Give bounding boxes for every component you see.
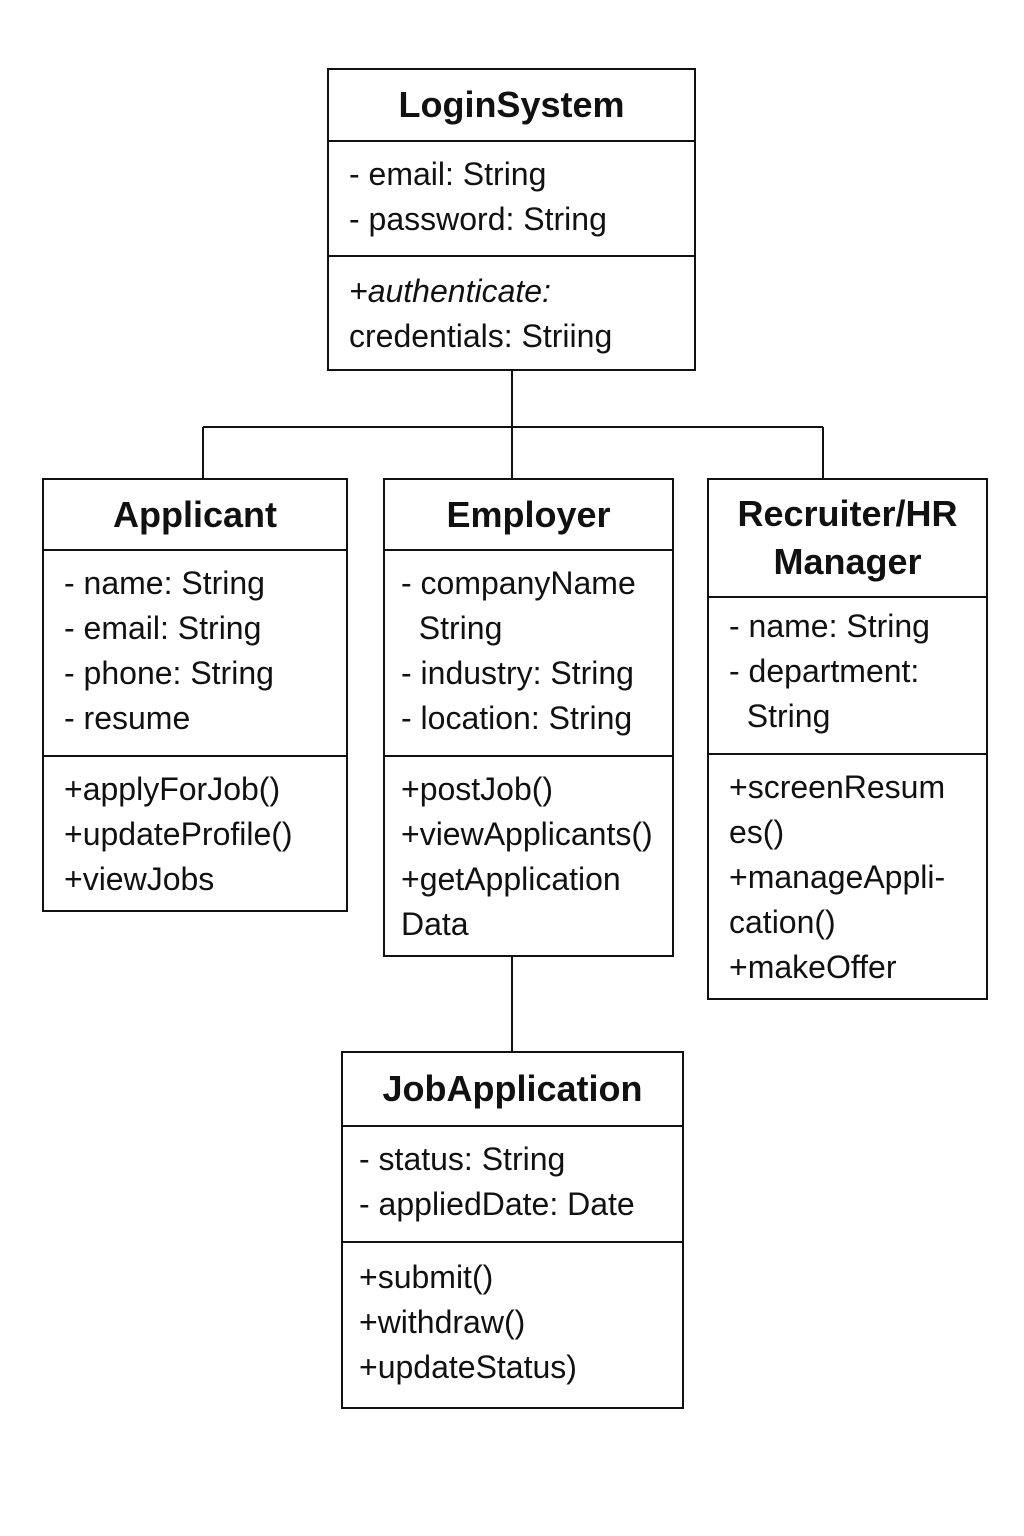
class-name: Recruiter/HR Manager [709,480,986,598]
operation-apply-for-job: +applyForJob() [64,771,281,807]
attributes-compartment: - email: String - password: String [329,142,694,257]
operations-compartment: +screenResum es() +manageAppli- cation()… [709,755,986,998]
class-name: Applicant [44,480,346,551]
operations-compartment: +postJob() +viewApplicants() +getApplica… [385,757,672,955]
class-name-line-1: Recruiter/HR [737,493,958,535]
attribute-department: - department: [729,653,920,689]
operation-submit: +submit() [359,1259,494,1295]
operation-make-offer: +makeOffer [729,949,897,985]
attribute-password: - password: String [349,201,607,237]
attribute-name: - name: String [729,608,930,644]
operations-compartment: +applyForJob() +updateProfile() +viewJob… [44,757,346,910]
operation-post-job: +postJob() [401,771,554,807]
operation-screen-resumes-cont: es() [729,814,785,850]
operation-update-profile: +updateProfile() [64,816,293,852]
operations-compartment: +authenticate: credentials: Striing [329,257,694,367]
class-name: LoginSystem [329,70,694,142]
operation-view-applicants: +viewApplicants() [401,816,653,852]
class-recruiter-hr-manager: Recruiter/HR Manager - name: String - de… [707,478,988,1000]
attribute-company-name-type: String [401,610,503,646]
attribute-resume: - resume [64,700,191,736]
operation-authenticate-params: credentials: Striing [349,318,613,354]
operation-withdraw: +withdraw() [359,1304,526,1340]
attribute-email: - email: String [349,156,547,192]
attribute-company-name: - companyName [401,565,636,601]
operation-view-jobs: +viewJobs [64,861,215,897]
class-job-application: JobApplication - status: String - applie… [341,1051,684,1409]
operation-get-application-cont: Data [401,906,469,942]
operation-get-application: +getApplication [401,861,621,897]
operation-manage-application-cont: cation() [729,904,836,940]
attribute-email: - email: String [64,610,262,646]
attribute-applied-date: - appliedDate: Date [359,1186,635,1222]
class-name: Employer [385,480,672,551]
class-applicant: Applicant - name: String - email: String… [42,478,348,912]
class-employer: Employer - companyName String - industry… [383,478,674,957]
attributes-compartment: - name: String - email: String - phone: … [44,551,346,757]
attribute-department-type: String [729,698,831,734]
attribute-status: - status: String [359,1141,566,1177]
operation-manage-application: +manageAppli- [729,859,946,895]
operation-screen-resumes: +screenResum [729,769,946,805]
operation-authenticate: +authenticate: [349,273,551,309]
class-name: JobApplication [343,1053,682,1127]
attribute-name: - name: String [64,565,265,601]
class-name-line-2: Manager [773,541,922,582]
class-login-system: LoginSystem - email: String - password: … [327,68,696,371]
operations-compartment: +submit() +withdraw() +updateStatus) [343,1243,682,1398]
attributes-compartment: - name: String - department: String [709,598,986,755]
attribute-location: - location: String [401,700,633,736]
attribute-industry: - industry: String [401,655,634,691]
attribute-phone: - phone: String [64,655,274,691]
attributes-compartment: - status: String - appliedDate: Date [343,1127,682,1243]
attributes-compartment: - companyName String - industry: String … [385,551,672,757]
operation-update-status: +updateStatus) [359,1349,577,1385]
